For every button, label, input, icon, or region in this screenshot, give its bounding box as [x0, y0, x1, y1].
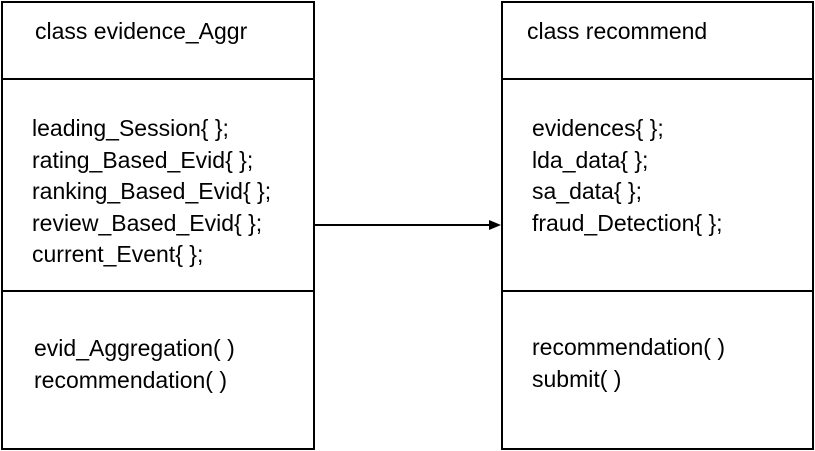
attribute-current-event: current_Event{ };: [32, 241, 204, 267]
attribute-lda-data: lda_data{ };: [532, 146, 649, 173]
attribute-review-based-evid: review_Based_Evid{ };: [32, 209, 263, 236]
operation-submit: submit( ): [532, 365, 622, 392]
operation-recommendation: recommendation( ): [532, 334, 726, 360]
attributes-compartment: leading_Session{ }; rating_Based_Evid{ }…: [3, 80, 313, 292]
attribute-ranking-based-evid: ranking_Based_Evid{ };: [32, 178, 272, 204]
attributes-compartment: evidences{ }; lda_data{ }; sa_data{ }; f…: [503, 80, 812, 292]
attribute-evidences: evidences{ };: [532, 115, 664, 141]
operations-compartment: recommendation( ) submit( ): [503, 292, 812, 448]
class-box-recommend: class recommend evidences{ }; lda_data{ …: [501, 1, 814, 450]
class-name-compartment: class recommend: [503, 3, 812, 80]
operation-recommendation: recommendation( ): [34, 366, 228, 393]
class-box-evidence-aggr: class evidence_Aggr leading_Session{ }; …: [1, 1, 315, 450]
attribute-sa-data: sa_data{ };: [532, 178, 642, 204]
class-name-compartment: class evidence_Aggr: [3, 3, 313, 80]
class-name-evidence-aggr: class evidence_Aggr: [35, 18, 248, 44]
operation-evid-aggregation: evid_Aggregation( ): [34, 335, 235, 361]
attribute-rating-based-evid: rating_Based_Evid{ };: [32, 146, 254, 173]
arrow-head-icon: [489, 220, 501, 230]
operations-compartment: evid_Aggregation( ) recommendation( ): [3, 292, 313, 448]
attribute-leading-session: leading_Session{ };: [32, 115, 229, 141]
class-name-recommend: class recommend: [527, 18, 708, 44]
attribute-fraud-detection: fraud_Detection{ };: [532, 209, 723, 236]
